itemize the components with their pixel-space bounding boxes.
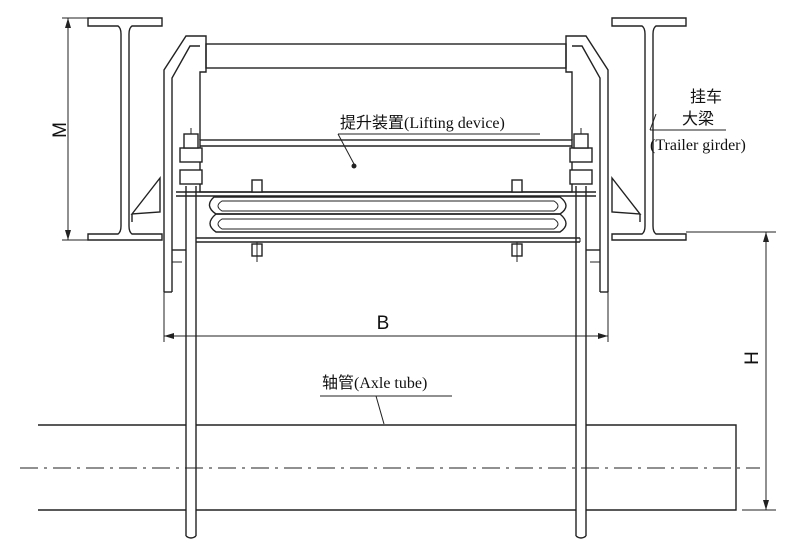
upper-plate [176,139,596,197]
lifting-device-label: 提升装置(Lifting device) [340,114,505,132]
left-trailer-girder [87,17,163,241]
dimension-b-label: B [377,313,390,334]
dimension-b: B [163,292,609,342]
bolts [179,128,593,262]
dimension-m: M [50,17,88,241]
lifting-device-callout: 提升装置(Lifting device) [337,114,540,169]
axle-tube-callout: 轴管(Axle tube) [320,374,452,425]
top-tube [205,43,567,69]
trailer-girder-callout: 挂车 大梁 (Trailer girder) [649,88,746,154]
dimension-h-label: H [742,351,763,365]
trailer-girder-label-en: (Trailer girder) [650,137,746,154]
trailer-girder-label-cn-2: 大梁 [682,110,714,128]
axle-tube-label: 轴管(Axle tube) [322,374,427,392]
trailer-girder-label-cn-1: 挂车 [690,88,722,106]
air-spring [195,196,581,243]
u-bolt-rods [185,186,587,539]
right-bracket [565,35,642,293]
axle-tube [20,424,760,511]
right-trailer-girder [611,17,687,241]
left-bracket [130,35,207,293]
dimension-m-label: M [50,122,71,138]
dimension-h: H [686,231,776,511]
